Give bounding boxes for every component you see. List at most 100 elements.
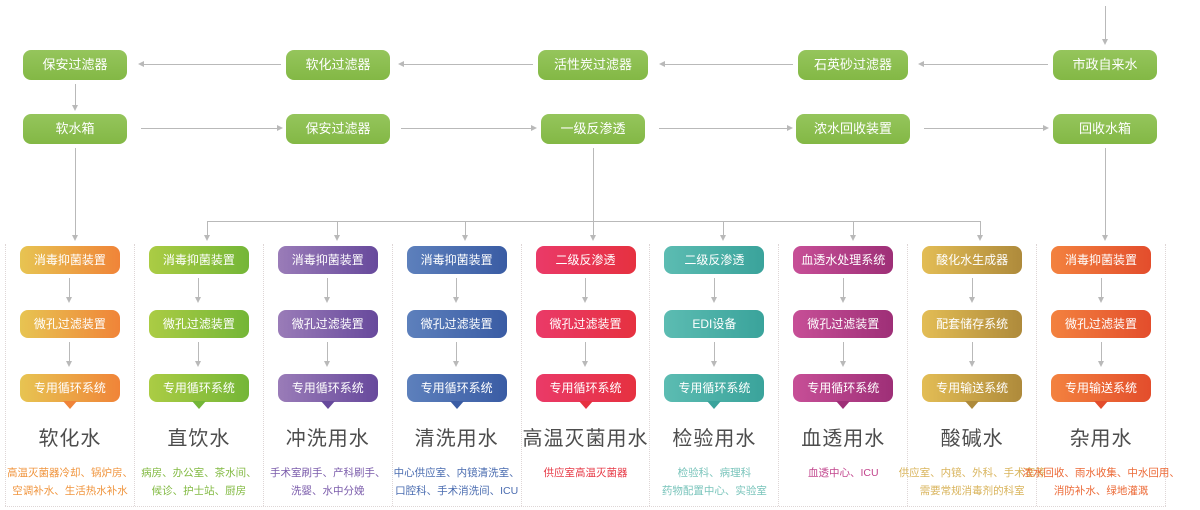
arrow-down-icon [720,221,726,241]
column-title: 酸碱水 [940,428,1004,450]
arrow-down-icon [462,221,468,241]
column-title: 杂用水 [1069,428,1133,450]
usage-column-hemodialysis-water: 血透水处理系统 微孔过滤装置 专用循环系统 血透用水 血透中心、ICU [778,244,907,506]
arrow-down-icon [1097,278,1104,303]
process-box: 消毒抑菌装置 [1051,246,1152,274]
process-box-pointer: 专用输送系统 [922,374,1023,402]
column-description: 血透中心、ICU [808,467,879,479]
flow-box-security-filter-1: 保安过滤器 [23,50,127,80]
process-box-pointer: 专用循环系统 [793,374,894,402]
arrow-down-icon [204,221,210,241]
process-box: 微孔过滤装置 [1051,310,1152,338]
process-box: 二级反渗透 [535,246,636,274]
process-box-pointer: 专用循环系统 [19,374,120,402]
arrow-right-icon [659,125,793,131]
arrow-down-icon [839,342,846,367]
arrow-down-icon [582,342,588,367]
arrow-down-icon [72,84,78,111]
arrow-down-icon [968,342,975,367]
arrow-down-icon [590,221,596,241]
column-description: 高温灭菌器冷却、锅炉房、 空调补水、生活热水补水 [6,467,133,497]
connector-line [593,148,594,221]
arrow-left-icon [138,61,281,67]
arrow-down-icon [1102,148,1108,241]
usage-columns: 消毒抑菌装置 微孔过滤装置 专用循环系统 软化水 高温灭菌器冷却、锅炉房、 空调… [5,244,1180,507]
arrow-left-icon [398,61,533,67]
process-box: 配套储存系统 [922,310,1023,338]
process-box: 微孔过滤装置 [277,310,378,338]
arrow-down-icon [66,342,73,367]
arrow-down-icon [850,221,856,241]
column-description: 浓水回收、雨水收集、中水回用、 消防补水、绿地灌溉 [1022,467,1180,497]
flow-box-soft-water-tank: 软水箱 [23,114,127,144]
process-box: 酸化水生成器 [922,246,1023,274]
process-box: 消毒抑菌装置 [19,246,120,274]
arrow-down-icon [1102,6,1108,45]
usage-column-laboratory-water: 二级反渗透 EDI设备 专用循环系统 检验用水 检验科、病理科 药物配置中心、实… [649,244,778,506]
arrow-down-icon [977,221,983,241]
usage-column-softened-water: 消毒抑菌装置 微孔过滤装置 专用循环系统 软化水 高温灭菌器冷却、锅炉房、 空调… [5,244,134,506]
column-description: 病房、办公室、茶水间、 候诊、护士站、厨房 [141,467,257,497]
process-box-pointer: 专用循环系统 [148,374,249,402]
arrow-down-icon [1097,342,1104,367]
usage-column-rinsing-water: 消毒抑菌装置 微孔过滤装置 专用循环系统 冲洗用水 手术室刷手、产科刷手、 洗婴… [262,244,392,506]
arrow-left-icon [659,61,793,67]
flow-box-ro-stage1: 一级反渗透 [541,114,645,144]
process-box: 微孔过滤装置 [535,310,636,338]
arrow-right-icon [401,125,537,131]
column-title: 高温灭菌用水 [522,428,649,450]
flow-box-carbon-filter: 活性炭过滤器 [538,50,648,80]
arrow-down-icon [72,148,78,241]
process-box: 二级反渗透 [664,246,765,274]
usage-column-miscellaneous-water: 消毒抑菌装置 微孔过滤装置 专用输送系统 杂用水 浓水回收、雨水收集、中水回用、… [1022,244,1180,506]
arrow-down-icon [195,342,202,367]
process-box-pointer: 专用循环系统 [535,374,636,402]
process-box: 血透水处理系统 [793,246,894,274]
column-title: 检验用水 [672,428,757,450]
usage-column-cleaning-water: 消毒抑菌装置 微孔过滤装置 专用循环系统 清洗用水 中心供应室、内镜清洗室、 口… [391,244,521,506]
arrow-down-icon [839,278,846,303]
arrow-down-icon [453,342,460,367]
arrow-down-icon [324,278,331,303]
usage-column-acid-alkaline-water: 酸化水生成器 配套储存系统 专用输送系统 酸碱水 供应室、内镜、外科、手术室等 … [899,244,1046,506]
process-box: 消毒抑菌装置 [277,246,378,274]
flow-box-security-filter-2: 保安过滤器 [286,114,390,144]
arrow-down-icon [195,278,202,303]
process-box: 消毒抑菌装置 [406,246,507,274]
column-title: 直饮水 [167,428,231,450]
process-box: 微孔过滤装置 [148,310,249,338]
process-box: EDI设备 [664,310,765,338]
process-box-pointer: 专用循环系统 [406,374,507,402]
arrow-right-icon [924,125,1049,131]
arrow-down-icon [66,278,73,303]
column-description: 中心供应室、内镜清洗室、 口腔科、手术消洗间、ICU [393,467,520,497]
process-box-pointer: 专用循环系统 [277,374,378,402]
column-description: 检验科、病理科 药物配置中心、实验室 [661,467,767,497]
arrow-down-icon [324,342,331,367]
flow-box-concentrate-recovery: 浓水回收装置 [796,114,910,144]
arrow-down-icon [582,278,588,303]
column-description: 供应室、内镜、外科、手术室等 需要常规消毒剂的科室 [898,467,1046,497]
column-description: 手术室刷手、产科刷手、 洗婴、水中分娩 [269,467,386,497]
flow-box-quartz-filter: 石英砂过滤器 [798,50,908,80]
column-title: 清洗用水 [414,428,499,450]
usage-column-drinking-water: 消毒抑菌装置 微孔过滤装置 专用循环系统 直饮水 病房、办公室、茶水间、 候诊、… [133,244,263,506]
process-box-pointer: 专用输送系统 [1051,374,1152,402]
process-box: 消毒抑菌装置 [148,246,249,274]
arrow-down-icon [453,278,460,303]
column-description: 供应室高温灭菌器 [543,467,628,479]
process-box: 微孔过滤装置 [19,310,120,338]
arrow-down-icon [968,278,975,303]
column-title: 冲洗用水 [285,428,370,450]
flow-box-softening-filter: 软化过滤器 [286,50,390,80]
process-box: 微孔过滤装置 [793,310,894,338]
arrow-down-icon [710,342,717,367]
process-box-pointer: 专用循环系统 [664,374,765,402]
usage-column-sterilization-water: 二级反渗透 微孔过滤装置 专用循环系统 高温灭菌用水 供应室高温灭菌器 [520,244,650,506]
arrow-down-icon [334,221,340,241]
arrow-right-icon [141,125,283,131]
flow-box-recovery-tank: 回收水箱 [1053,114,1157,144]
flow-box-municipal-water: 市政自来水 [1053,50,1157,80]
column-title: 软化水 [38,428,102,450]
